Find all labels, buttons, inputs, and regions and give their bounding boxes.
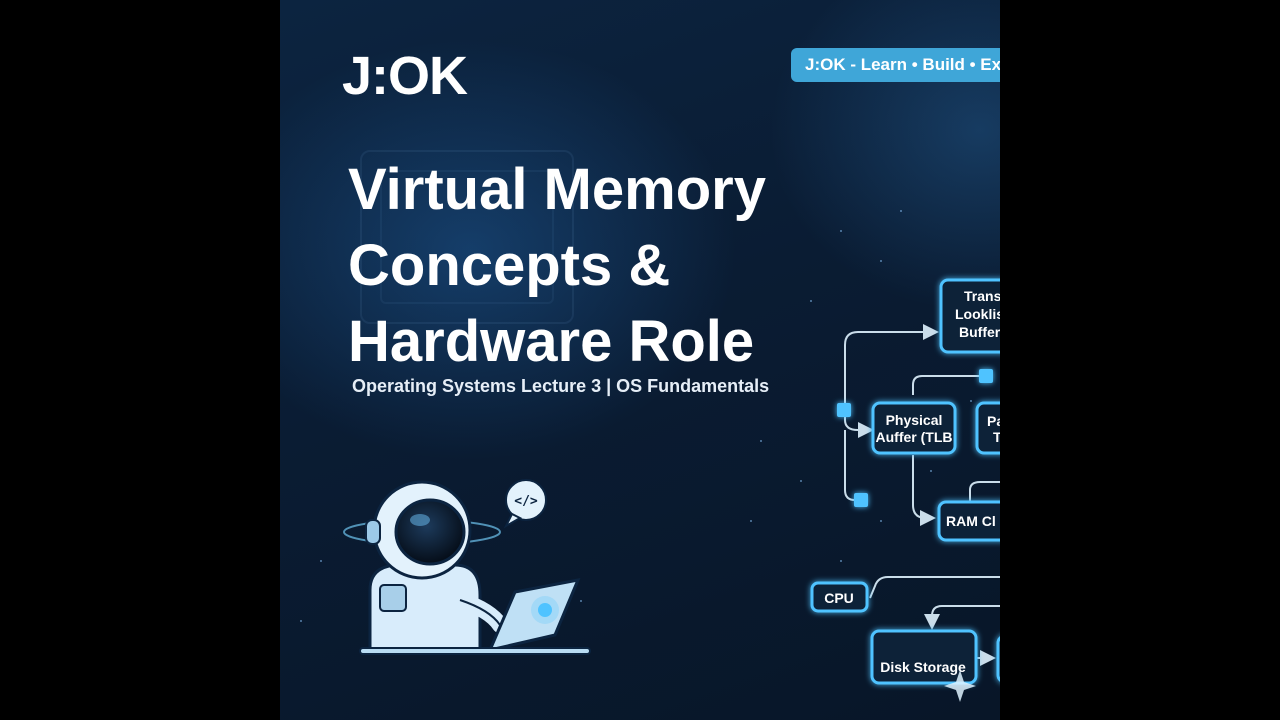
desk	[359, 647, 591, 655]
diagram-connectors	[844, 324, 1000, 666]
title-line-1: Virtual Memory	[348, 157, 766, 222]
cpu-label: CPU	[824, 590, 854, 606]
page-table-node	[975, 401, 1000, 455]
speech-bubble	[505, 479, 547, 521]
chip-decoration	[360, 150, 574, 324]
disk-storage-node	[870, 629, 978, 685]
page-table-label-2: T	[993, 429, 1000, 445]
ram-node	[937, 500, 1000, 542]
laptop	[487, 578, 581, 653]
physical-buffer-node	[871, 401, 957, 455]
lecture-subtitle: Operating Systems Lecture 3 | OS Fundame…	[352, 376, 770, 396]
tlb-label-2: Looklis	[955, 306, 1000, 322]
physical-label-1: Physical	[886, 412, 943, 428]
sparkle-icon	[944, 670, 976, 702]
physical-label-2: Auffer (TLB	[876, 429, 953, 445]
brand-logo: J:OK	[342, 46, 468, 106]
title-line-3: Hardware Role	[348, 309, 755, 374]
tlb-label-3: Buffer	[959, 324, 1000, 340]
page-table-label-1: Pa	[987, 413, 1000, 429]
lecture-title: Virtual Memory Concepts & Hardware Role	[348, 152, 908, 380]
extra-node	[996, 636, 1000, 682]
tagline-banner: J:OK - Learn • Build • Expl	[791, 48, 1000, 82]
ram-label: RAM Cl	[946, 513, 996, 529]
connector-nodes	[837, 369, 993, 507]
cpu-node	[810, 581, 869, 613]
tlb-label-1: Trans	[964, 288, 1000, 304]
title-line-2: Concepts &	[348, 233, 671, 298]
suit-pack	[379, 584, 407, 612]
thumbnail-frame: J:OK J:OK - Learn • Build • Expl Virtual…	[280, 0, 1000, 720]
disk-storage-label: Disk Storage	[880, 659, 966, 675]
code-icon: </>	[514, 494, 538, 509]
astronaut-illustration: </>	[343, 479, 591, 655]
laptop-logo	[538, 603, 552, 617]
helmet-ear	[365, 519, 381, 545]
memory-diagram: Trans Looklis Buffer Physical Auffer (TL…	[810, 278, 1000, 702]
tlb-node	[939, 278, 1000, 354]
